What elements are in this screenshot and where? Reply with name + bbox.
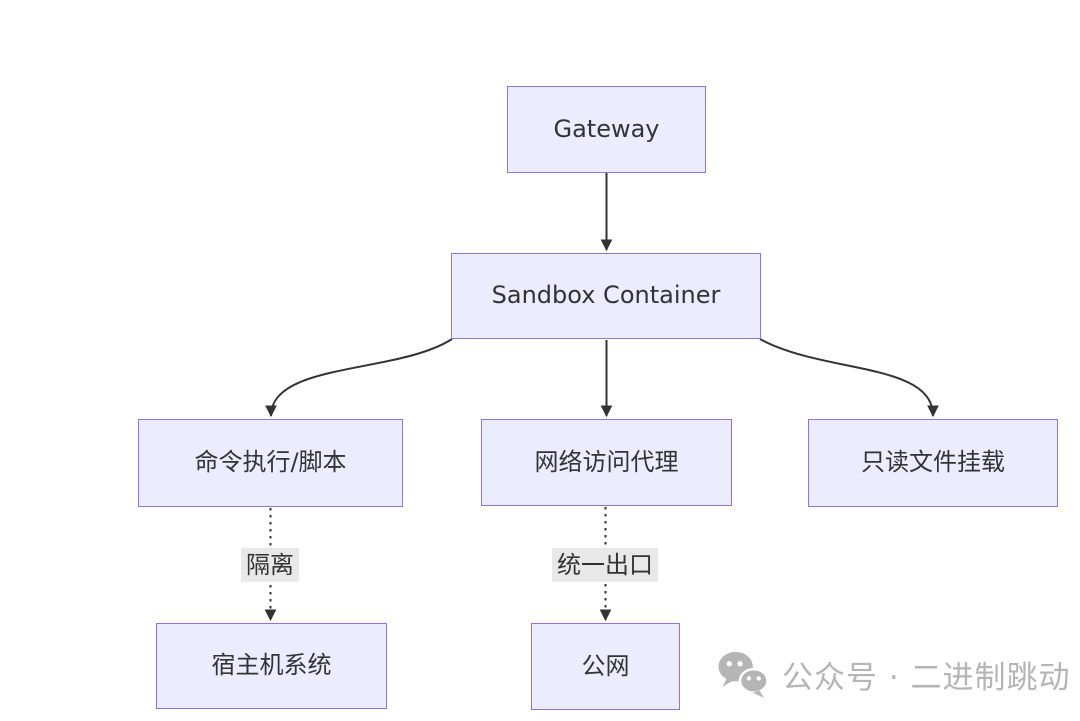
- node-command-exec-label: 命令执行/脚本: [194, 448, 347, 477]
- watermark: 公众号 · 二进制跳动: [716, 649, 1071, 699]
- node-network-proxy: 网络访问代理: [481, 419, 732, 506]
- node-gateway-label: Gateway: [553, 114, 660, 143]
- node-sandbox-container: Sandbox Container: [451, 253, 761, 339]
- wechat-icon: [718, 651, 769, 699]
- node-public-network: 公网: [531, 623, 680, 710]
- edge-sandbox-mount: [759, 338, 939, 418]
- edge-label-isolation: 隔离: [241, 547, 299, 583]
- node-sandbox-container-label: Sandbox Container: [491, 281, 721, 310]
- watermark-text: 公众号 · 二进制跳动: [782, 659, 1071, 696]
- node-host-system: 宿主机系统: [156, 623, 387, 709]
- node-host-system-label: 宿主机系统: [211, 651, 332, 680]
- node-network-proxy-label: 网络访问代理: [534, 447, 679, 476]
- edge-sandbox-exec: [265, 338, 453, 418]
- node-command-exec: 命令执行/脚本: [138, 419, 403, 507]
- node-public-network-label: 公网: [581, 651, 630, 680]
- node-gateway: Gateway: [507, 86, 706, 173]
- node-readonly-mount-label: 只读文件挂载: [861, 448, 1005, 477]
- edge-label-unified-egress: 统一出口: [552, 547, 658, 583]
- node-readonly-mount: 只读文件挂载: [808, 419, 1058, 507]
